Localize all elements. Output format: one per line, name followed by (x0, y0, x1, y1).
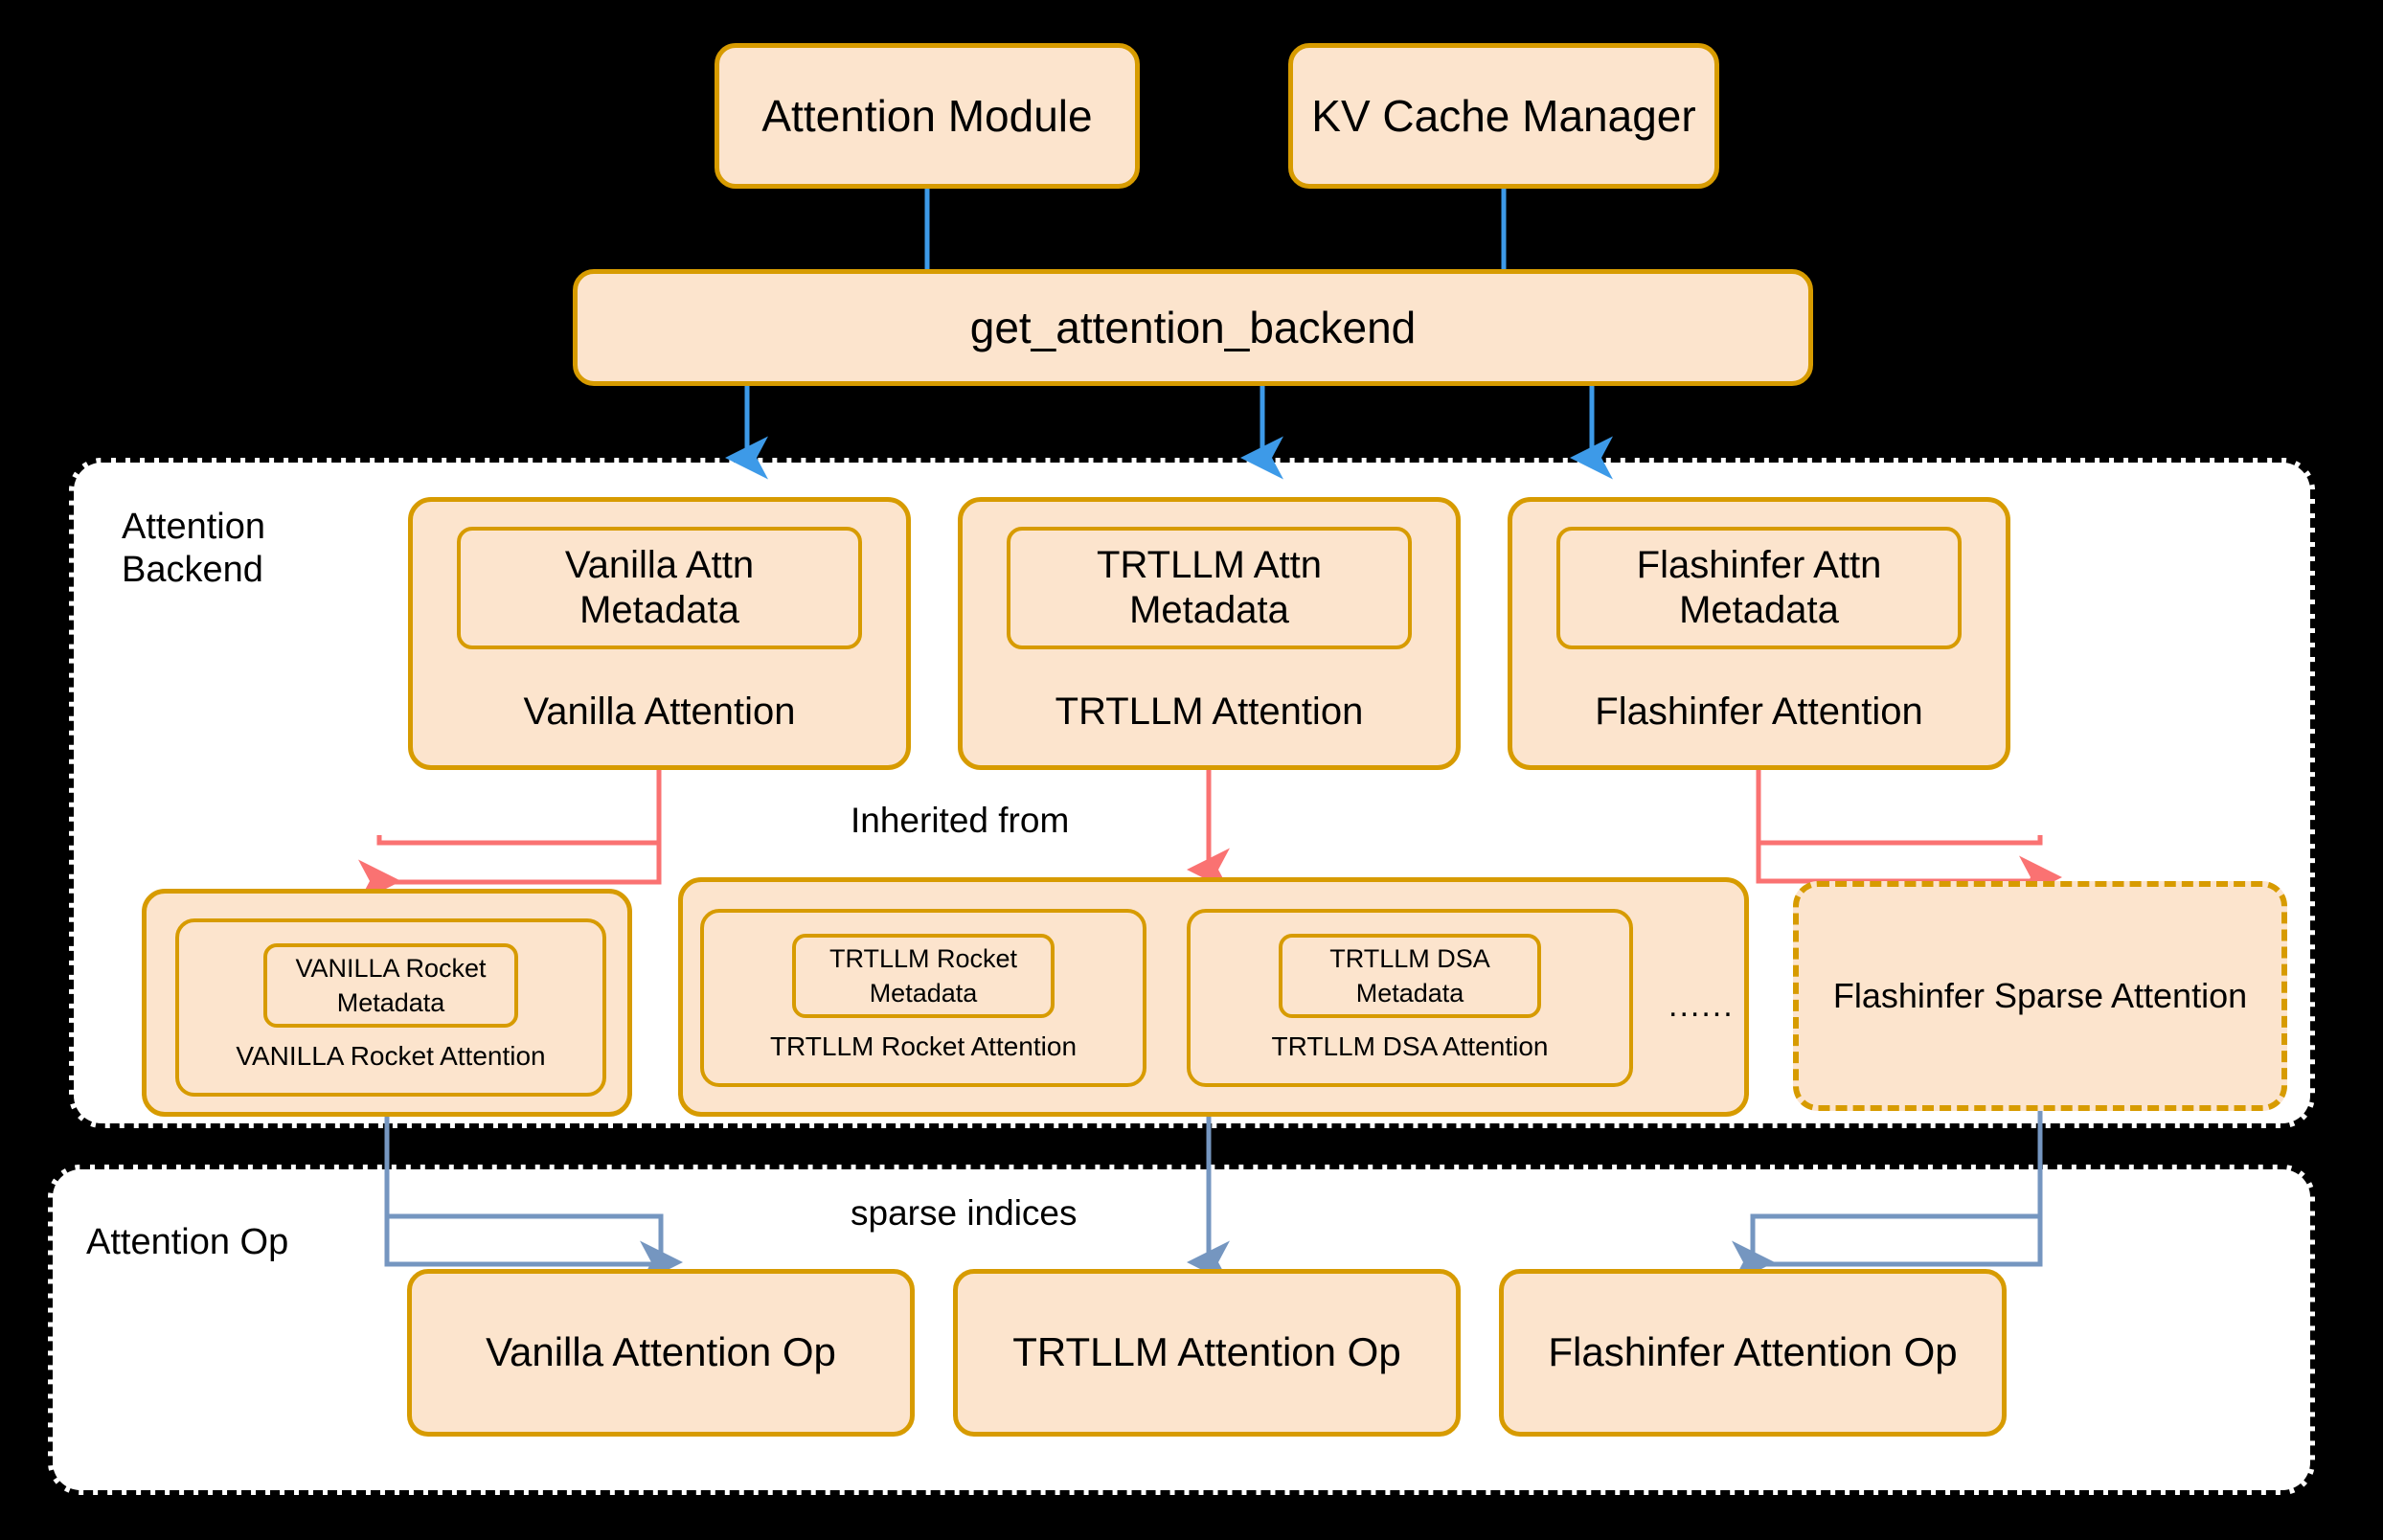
trtllm-attention-backend[interactable]: TRTLLM Attn Metadata TRTLLM Attention (958, 497, 1461, 770)
flashinfer-attention-op-box[interactable]: Flashinfer Attention Op (1499, 1269, 2007, 1437)
trtllm-rocket-attention-box[interactable]: TRTLLM Rocket Metadata TRTLLM Rocket Att… (700, 909, 1146, 1087)
vanilla-rocket-metadata[interactable]: VANILLA Rocket Metadata (263, 943, 518, 1028)
trtllm-attention-label: TRTLLM Attention (1055, 691, 1364, 733)
attention-op-group-label: Attention Op (86, 1222, 289, 1262)
trtllm-rocket-attention-label: TRTLLM Rocket Attention (769, 1031, 1078, 1061)
trtllm-dsa-attention-label: TRTLLM DSA Attention (1271, 1031, 1549, 1061)
flashinfer-attn-metadata[interactable]: Flashinfer Attn Metadata (1556, 527, 1962, 649)
trtllm-sparse-group: TRTLLM Rocket Metadata TRTLLM Rocket Att… (678, 877, 1749, 1117)
flashinfer-attention-backend[interactable]: Flashinfer Attn Metadata Flashinfer Atte… (1508, 497, 2010, 770)
kv-cache-manager-box[interactable]: KV Cache Manager (1288, 43, 1719, 189)
vanilla-attention-op-box[interactable]: Vanilla Attention Op (407, 1269, 915, 1437)
more-backends-ellipsis: ...... (1668, 987, 1735, 1024)
vanilla-rocket-attention-box[interactable]: VANILLA Rocket Metadata VANILLA Rocket A… (175, 918, 606, 1097)
trtllm-dsa-attention-box[interactable]: TRTLLM DSA Metadata TRTLLM DSA Attention (1187, 909, 1633, 1087)
attention-module-box[interactable]: Attention Module (715, 43, 1140, 189)
attention-backend-group-label: Attention Backend (122, 507, 265, 590)
vanilla-attention-backend[interactable]: Vanilla Attn Metadata Vanilla Attention (408, 497, 911, 770)
flashinfer-sparse-attention-box[interactable]: Flashinfer Sparse Attention (1793, 881, 2287, 1111)
vanilla-attention-label: Vanilla Attention (523, 691, 796, 733)
inherited-from-label: Inherited from (851, 801, 1070, 840)
trtllm-dsa-metadata[interactable]: TRTLLM DSA Metadata (1278, 934, 1542, 1018)
vanilla-rocket-attention-label: VANILLA Rocket Attention (236, 1041, 546, 1071)
flashinfer-attention-label: Flashinfer Attention (1595, 691, 1923, 733)
trtllm-rocket-metadata[interactable]: TRTLLM Rocket Metadata (791, 934, 1055, 1018)
vanilla-attn-metadata[interactable]: Vanilla Attn Metadata (457, 527, 862, 649)
get-attention-backend-box[interactable]: get_attention_backend (573, 269, 1813, 386)
trtllm-attention-op-box[interactable]: TRTLLM Attention Op (953, 1269, 1461, 1437)
vanilla-sparse-group: VANILLA Rocket Metadata VANILLA Rocket A… (142, 889, 632, 1117)
trtllm-attn-metadata[interactable]: TRTLLM Attn Metadata (1007, 527, 1412, 649)
sparse-indices-label: sparse indices (851, 1193, 1078, 1233)
